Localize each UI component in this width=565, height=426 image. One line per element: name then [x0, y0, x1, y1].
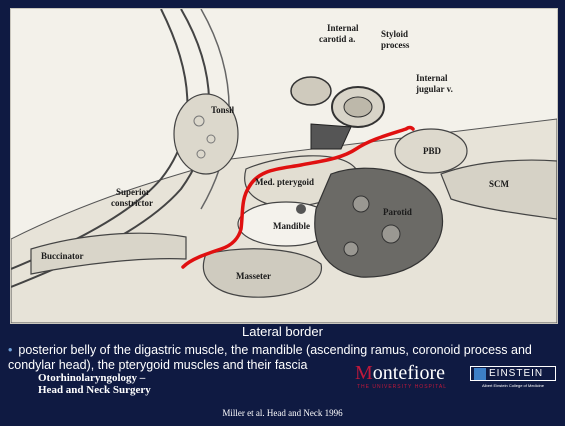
einstein-logo: EINSTEIN Albert Einstein College of Medi…	[470, 366, 556, 388]
label-buccinator: Buccinator	[41, 251, 84, 261]
anatomy-figure: Internal carotid a. Styloid process Inte…	[10, 8, 558, 324]
department-label: Otorhinolaryngology – Head and Neck Surg…	[38, 372, 151, 396]
anatomy-diagram: Internal carotid a. Styloid process Inte…	[11, 9, 557, 323]
figure-caption: Lateral border	[0, 324, 565, 339]
parotid-node	[382, 225, 400, 243]
mandible-canal	[296, 204, 306, 214]
einstein-box: EINSTEIN	[470, 366, 556, 381]
bullet-text: posterior belly of the digastric muscle,…	[8, 343, 532, 372]
label-masseter: Masseter	[236, 271, 271, 281]
label-internal-carotid-2: carotid a.	[319, 34, 355, 44]
einstein-name: EINSTEIN	[489, 368, 543, 379]
parotid-node	[344, 242, 358, 256]
label-scm: SCM	[489, 179, 510, 189]
label-mandible: Mandible	[273, 221, 310, 231]
montefiore-logo: Montefiore THE UNIVERSITY HOSPITAL	[355, 362, 445, 385]
label-tonsil: Tonsil	[211, 105, 235, 115]
label-superior-constrictor-2: constrictor	[111, 198, 153, 208]
citation: Miller et al. Head and Neck 1996	[0, 408, 565, 418]
einstein-mark-icon	[474, 368, 486, 380]
label-styloid-2: process	[381, 40, 410, 50]
montefiore-initial: M	[355, 362, 373, 384]
label-superior-constrictor-1: Superior	[116, 187, 150, 197]
department-line-2: Head and Neck Surgery	[38, 384, 151, 396]
label-med-pterygoid: Med. pterygoid	[255, 177, 314, 187]
montefiore-subtitle: THE UNIVERSITY HOSPITAL	[357, 384, 447, 390]
label-styloid-1: Styloid	[381, 29, 408, 39]
bullet-icon: •	[8, 343, 12, 357]
carotid-vessel	[291, 77, 331, 105]
einstein-subtitle: Albert Einstein College of Medicine	[470, 383, 556, 388]
label-jugular-1: Internal	[416, 73, 448, 83]
label-jugular-2: jugular v.	[415, 84, 453, 94]
montefiore-name: ontefiore	[373, 362, 445, 384]
jugular-lumen	[344, 97, 372, 117]
label-internal-carotid-1: Internal	[327, 23, 359, 33]
department-line-1: Otorhinolaryngology –	[38, 372, 151, 384]
label-parotid: Parotid	[383, 207, 412, 217]
parotid-node	[353, 196, 369, 212]
label-pbd: PBD	[423, 146, 442, 156]
